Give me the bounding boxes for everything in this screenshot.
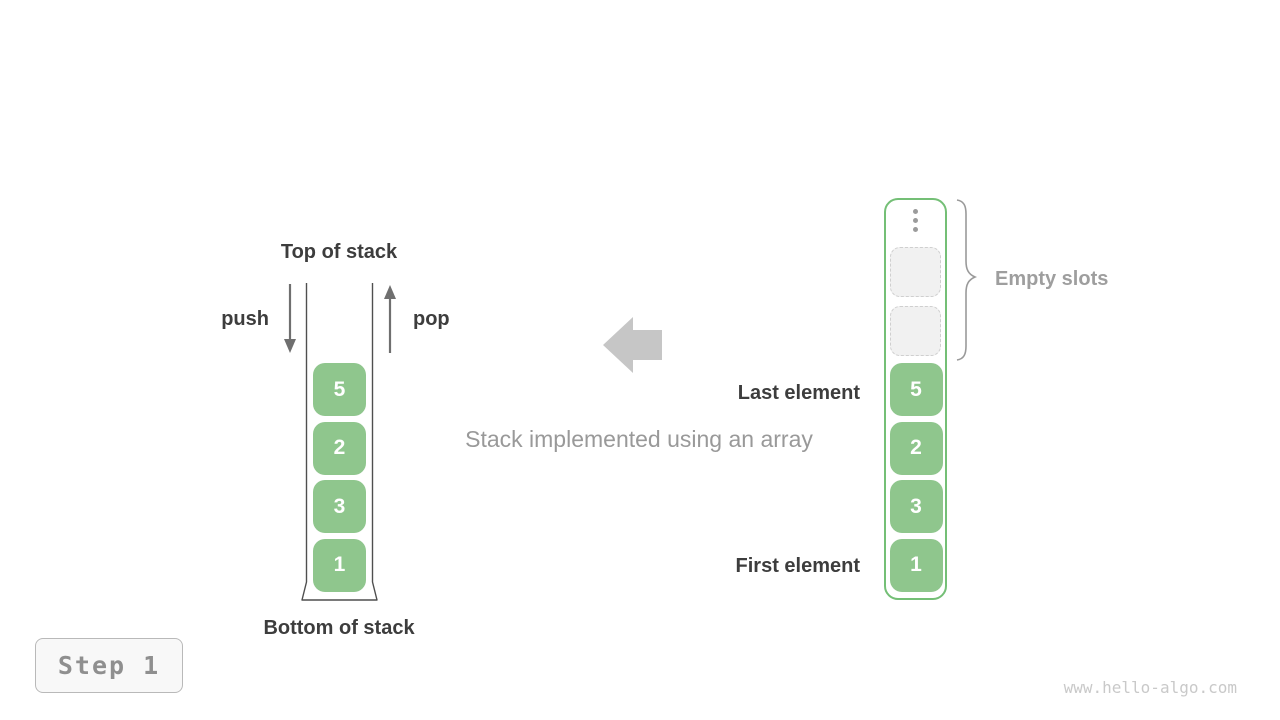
empty-slots-label: Empty slots (995, 268, 1109, 290)
array-values: 5 2 3 1 (889, 363, 943, 592)
bottom-of-stack-label: Bottom of stack (263, 617, 415, 639)
first-element-label: First element (735, 555, 860, 577)
array-value-box: 5 (889, 363, 943, 416)
array-value-box: 2 (889, 421, 943, 475)
left-block-arrow-icon (603, 317, 662, 373)
stack-value-box: 1 (313, 538, 366, 592)
empty-slot (890, 306, 941, 356)
right-curly-brace-icon (956, 199, 978, 361)
last-element-label: Last element (737, 382, 860, 404)
empty-slot (890, 247, 941, 297)
push-label: push (221, 308, 269, 330)
vertical-ellipsis-icon (913, 209, 918, 232)
pop-label: pop (413, 308, 450, 330)
stack-values: 5 2 3 1 (313, 363, 366, 592)
top-of-stack-label: Top of stack (280, 241, 398, 263)
step-badge: Step 1 (35, 638, 183, 693)
array-value-box: 1 (889, 538, 943, 592)
stack-value-box: 5 (313, 363, 366, 416)
stack-value-box: 2 (313, 421, 366, 475)
stack-value-box: 3 (313, 480, 366, 533)
pop-up-arrow-icon (384, 285, 396, 353)
diagram-caption: Stack implemented using an array (465, 426, 813, 452)
stack-container-outline-icon (301, 283, 378, 601)
array-value-box: 3 (889, 480, 943, 533)
push-down-arrow-icon (284, 284, 296, 353)
watermark: www.hello-algo.com (1063, 678, 1237, 697)
